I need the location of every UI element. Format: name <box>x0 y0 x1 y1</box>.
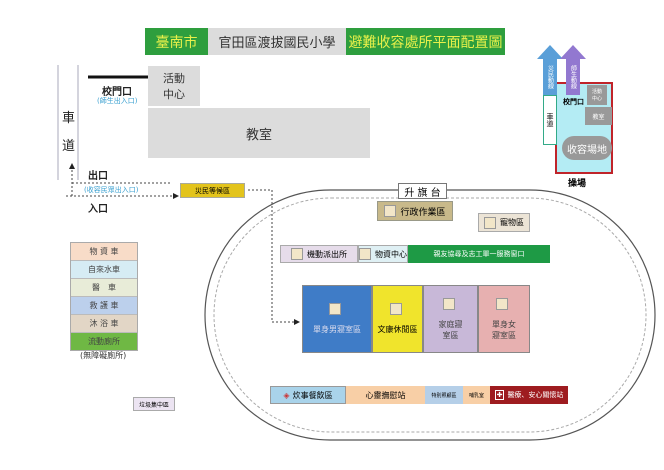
supply-icon <box>359 248 371 260</box>
special-care-area: 特別照顧區 <box>425 386 463 404</box>
admin-area: 行政作業區 <box>377 201 453 221</box>
diamond-icon: ◈ <box>283 390 290 400</box>
gate-label: 校門口 <box>102 87 132 98</box>
supply-label: 物資中心 <box>375 249 407 259</box>
service-window: 親友協尋及志工單一服務窗口 <box>408 245 550 263</box>
legend-caption: (無障礙廁所) <box>80 351 127 360</box>
medical-cross-icon: ✚ <box>494 390 505 400</box>
legend-shower-truck: 沐 浴 車 <box>71 315 137 333</box>
legend-supply-truck: 物 資 車 <box>71 243 137 261</box>
police-icon <box>291 248 303 260</box>
person-icon <box>389 303 402 315</box>
kitchen-area: ◈炊事餐飲區 <box>270 386 346 404</box>
legend-water-truck: 自來水車 <box>71 261 137 279</box>
mini-road: 車道 <box>543 95 557 145</box>
pet-area: 寵物區 <box>478 213 530 232</box>
activity-center: 活動中心 <box>148 66 200 106</box>
mini-activity: 活動中心 <box>587 85 607 105</box>
gate-note: (師生出入口) <box>97 97 138 105</box>
family-dorm-label: 家庭寢室區 <box>438 319 463 340</box>
student-route-label: 師生動線 <box>566 59 580 95</box>
waiting-area: 災民等候區 <box>180 183 245 198</box>
playground-label: 操場 <box>568 179 587 189</box>
nursing-room: 哺乳室 <box>463 386 490 404</box>
female-dorm: 單身女寢室區 <box>478 285 530 353</box>
mini-map: 災民動線 車道 師生動線 校門口 活動中心 教室 收容場地 <box>530 45 615 175</box>
recreation-label: 文康休閒區 <box>377 325 418 334</box>
medical-label: 醫療、安心關懷站 <box>507 391 564 399</box>
title-school: 官田區渡拔國民小學 <box>208 28 346 55</box>
family-icon <box>442 297 455 310</box>
male-dorm: 單身男寢室區 <box>302 285 372 353</box>
evac-route-label: 災民動線 <box>543 59 557 95</box>
admin-icon <box>384 205 397 217</box>
title-city: 臺南市 <box>145 28 208 55</box>
entrance-label: 入口 <box>88 204 108 215</box>
classroom: 教室 <box>148 108 370 158</box>
student-route-arrow: 師生動線 <box>560 45 586 95</box>
supply-center: 物資中心 <box>358 245 408 263</box>
trash-area: 垃圾集中區 <box>133 397 175 411</box>
title-plan: 避難收容處所平面配置圖 <box>346 28 505 55</box>
mini-gate: 校門口 <box>563 98 584 106</box>
admin-label: 行政作業區 <box>400 207 446 218</box>
legend-ambulance: 救 護 車 <box>71 297 137 315</box>
person-icon <box>329 303 341 315</box>
road-char: 車 <box>62 111 76 126</box>
evac-route-arrow: 災民動線 車道 <box>537 45 563 145</box>
pet-label: 寵物區 <box>500 218 524 227</box>
legend-toilet: 流動廁所 <box>71 333 137 350</box>
road-char: 道 <box>62 139 76 154</box>
medical-station: ✚醫療、安心關懷站 <box>490 386 568 404</box>
track-inner <box>213 197 647 433</box>
police-post: 機動派出所 <box>280 245 358 263</box>
comfort-station: 心靈撫慰站 <box>346 386 425 404</box>
male-dorm-label: 單身男寢室區 <box>313 325 361 334</box>
police-label: 機動派出所 <box>307 249 347 259</box>
mini-classroom: 教室 <box>585 107 612 125</box>
mini-shelter: 收容場地 <box>562 136 612 160</box>
family-dorm: 家庭寢室區 <box>423 285 478 353</box>
vehicle-legend: 物 資 車 自來水車 醫 車 救 護 車 沐 浴 車 流動廁所 <box>70 242 138 351</box>
pet-icon <box>484 216 496 229</box>
flag-platform: 升 旗 台 <box>398 183 447 199</box>
legend-medical-truck: 醫 車 <box>71 279 137 297</box>
female-dorm-label: 單身女寢室區 <box>492 319 516 340</box>
exit-label: 出口 <box>88 171 108 182</box>
person-icon <box>496 297 508 310</box>
kitchen-label: 炊事餐飲區 <box>292 390 333 400</box>
recreation-area: 文康休閒區 <box>372 285 423 353</box>
evac-note: (收容民眾出入口) <box>84 186 139 194</box>
